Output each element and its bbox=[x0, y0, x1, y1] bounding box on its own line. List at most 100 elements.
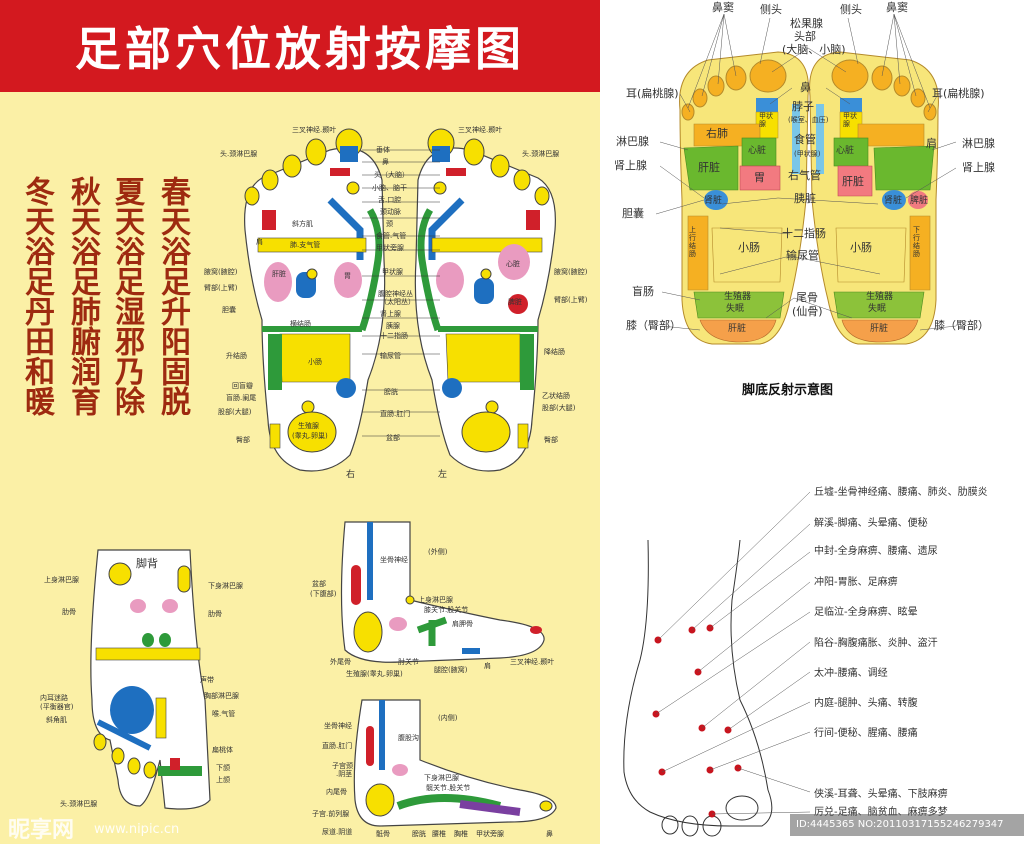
label-stomach-right: 胃 bbox=[344, 272, 351, 280]
label-celiac-plexus: 腹腔神经丛 bbox=[378, 290, 413, 298]
label-adrenal: 肾上腺 bbox=[380, 310, 401, 318]
label-spleen: 脾脏 bbox=[508, 298, 522, 306]
label-heart: 心脏 bbox=[506, 260, 520, 268]
label-pelvis: 盆部 bbox=[386, 434, 400, 442]
label-armpit-outer: 腿腔(腋窝) bbox=[434, 666, 467, 674]
watermark-url: www.nipic.cn bbox=[94, 822, 179, 837]
reflex-lymph-right: 淋巴腺 bbox=[962, 138, 995, 150]
label-inner-side: (内侧) bbox=[438, 714, 457, 722]
label-head-brain: 头（大脑） bbox=[374, 171, 409, 179]
label-solar-plexus: （太阳丛） bbox=[380, 298, 415, 306]
reflex-pancreas: 胰脏 bbox=[794, 193, 816, 205]
label-inner-ear: 内耳迷路 bbox=[40, 694, 68, 702]
zone-insomnia-left: 失眠 bbox=[726, 304, 744, 314]
reflex-coccyx: 尾骨 bbox=[796, 292, 818, 304]
label-elbow: 肘关节 bbox=[398, 658, 419, 666]
acupoint-foot-outline bbox=[624, 540, 772, 836]
outer-foot-illustration bbox=[342, 522, 545, 662]
label-pelvis-outer: 盆部 bbox=[312, 580, 326, 588]
label-thigh-right: 股部(大腿) bbox=[218, 408, 251, 416]
label-scapula: 肩胛骨 bbox=[452, 620, 473, 628]
reflex-lymph-left: 淋巴腺 bbox=[616, 136, 649, 148]
label-head-neck-lymph-right: 头.颈淋巴腺 bbox=[220, 150, 257, 158]
label-sciatic-inner: 坐骨神经 bbox=[324, 722, 352, 730]
zone-liver-right: 肝脏 bbox=[842, 176, 864, 188]
acupoint-zhongfeng: 中封-全身麻痹、腰痛、遗尿 bbox=[814, 546, 938, 557]
label-bladder-inner: 膀胱 bbox=[412, 830, 426, 838]
label-gonad-detail-right: (睾丸.卵巢) bbox=[292, 432, 328, 440]
acupoint-xiangu: 陷谷-胸腹痛胀、炎肿、盗汗 bbox=[814, 638, 938, 649]
reflex-nose: 鼻 bbox=[800, 82, 811, 94]
label-upper-arm-right: 臂部(上臂) bbox=[204, 284, 237, 292]
reflex-head: 头部 bbox=[794, 31, 816, 43]
label-transverse-colon-right: 横结肠 bbox=[290, 320, 311, 328]
label-thyroid: 甲状腺 bbox=[382, 268, 403, 276]
dorsum-illustration bbox=[91, 550, 210, 809]
label-sigmoid-colon: 乙状结肠 bbox=[542, 392, 570, 400]
label-parathyroid: 甲状旁腺 bbox=[376, 244, 404, 252]
label-outer-coccyx: 外尾骨 bbox=[330, 658, 351, 666]
zone-thyroid-right: 甲状腺 bbox=[843, 112, 857, 128]
reflex-ureter: 输尿管 bbox=[786, 250, 819, 262]
zone-heart-right-small: 心脏 bbox=[836, 146, 854, 156]
dorsum-title: 脚背 bbox=[136, 558, 158, 570]
label-cecum: 盲肠.阑尾 bbox=[226, 394, 256, 402]
zone-thyroid-left: 甲状腺 bbox=[759, 112, 773, 128]
zone-descending-colon: 下行结肠 bbox=[913, 226, 923, 258]
label-parathyroid-inner: 甲状旁腺 bbox=[476, 830, 504, 838]
zone-small-intestine-left: 小肠 bbox=[738, 242, 760, 254]
reflex-caption: 脚底反射示意图 bbox=[742, 379, 833, 398]
label-inner-coccyx: 内尾骨 bbox=[326, 788, 347, 796]
label-upper-arm-left: 臂部(上臂) bbox=[554, 296, 587, 304]
label-knee-hip: 膝关节.股关节 bbox=[424, 606, 468, 614]
reflex-knee-left: 膝（臀部） bbox=[626, 320, 681, 332]
label-shoulder-right: 肩 bbox=[256, 238, 263, 246]
label-bladder: 膀胱 bbox=[384, 388, 398, 396]
zone-kidney-left: 肾脏 bbox=[704, 196, 722, 206]
reflex-cecum: 盲肠 bbox=[632, 286, 654, 298]
label-lower-abdomen: (下腹部) bbox=[310, 590, 336, 598]
label-duodenum: 十二指肠 bbox=[380, 332, 408, 340]
label-gallbladder: 胆囊 bbox=[222, 306, 236, 314]
label-sacrum: 骶骨 bbox=[376, 830, 390, 838]
reflex-brain: (大脑、小脑) bbox=[782, 44, 846, 56]
label-tongue: 舌.口腔 bbox=[378, 196, 401, 204]
acupoint-neiting: 内庭-腿肿、头痛、转腹 bbox=[814, 698, 918, 709]
reflex-trachea: 右气管 bbox=[788, 170, 821, 182]
reflexology-poster: 足部穴位放射按摩图 春天浴足升阳固脱 夏天浴足湿邪乃除 秋天浴足肺腑润育 冬天浴… bbox=[0, 0, 600, 844]
label-rectum-inner: 直肠.肛门 bbox=[322, 742, 352, 750]
label-buttock-left: 臀部 bbox=[544, 436, 558, 444]
label-head-neck-lymph-dorsum: 头.颈淋巴腺 bbox=[60, 800, 97, 808]
zone-genital-left: 生殖器 bbox=[724, 292, 751, 302]
acupoint-xingjian: 行间-便秘、腥痛、腰痛 bbox=[814, 728, 918, 739]
label-left-foot: 左 bbox=[438, 470, 447, 480]
label-upper-lymph-outer: 上身淋巴腺 bbox=[418, 596, 453, 604]
label-neck: 颈 bbox=[386, 220, 393, 228]
label-armpit-left: 腋窝(腋腔) bbox=[554, 268, 587, 276]
zone-insomnia-right: 失眠 bbox=[868, 304, 886, 314]
label-sciatic-outer: 坐骨神经 bbox=[380, 556, 408, 564]
label-upper-lymph: 上身淋巴腺 bbox=[44, 576, 79, 584]
label-pituitary: 垂体 bbox=[376, 146, 390, 154]
reflex-adrenal-left: 肾上腺 bbox=[614, 160, 647, 172]
reflex-knee-right: 膝（臀部） bbox=[934, 320, 989, 332]
label-carotid: 颈动脉 bbox=[380, 208, 401, 216]
label-trigeminal-right: 三叉神经.颞叶 bbox=[292, 126, 336, 134]
zone-liver-left: 肝脏 bbox=[698, 162, 720, 174]
reflex-esophagus: 食管 bbox=[794, 134, 816, 146]
zone-small-intestine-right: 小肠 bbox=[850, 242, 872, 254]
reflex-sacrum: (仙骨) bbox=[792, 306, 823, 318]
zone-stomach: 胃 bbox=[754, 172, 765, 184]
label-buttock-right: 臀部 bbox=[236, 436, 250, 444]
label-descending-colon: 降结肠 bbox=[544, 348, 565, 356]
label-head-neck-lymph-left: 头.颈淋巴腺 bbox=[522, 150, 559, 158]
label-trigeminal-left: 三叉神经.颞叶 bbox=[458, 126, 502, 134]
reflex-duodenum: 十二指肠 bbox=[782, 228, 826, 240]
acupoint-taichong: 太冲-腰痛、调经 bbox=[814, 668, 888, 679]
label-urethra: 尿道.阴道 bbox=[322, 828, 352, 836]
zone-liver-bottom-right: 肝脏 bbox=[870, 324, 888, 334]
label-outer-side: (外侧) bbox=[428, 548, 447, 556]
zone-right-lung: 右肺 bbox=[706, 128, 728, 140]
label-nose-inner: 鼻 bbox=[546, 830, 553, 838]
reflex-pineal: 松果腺 bbox=[790, 18, 823, 30]
